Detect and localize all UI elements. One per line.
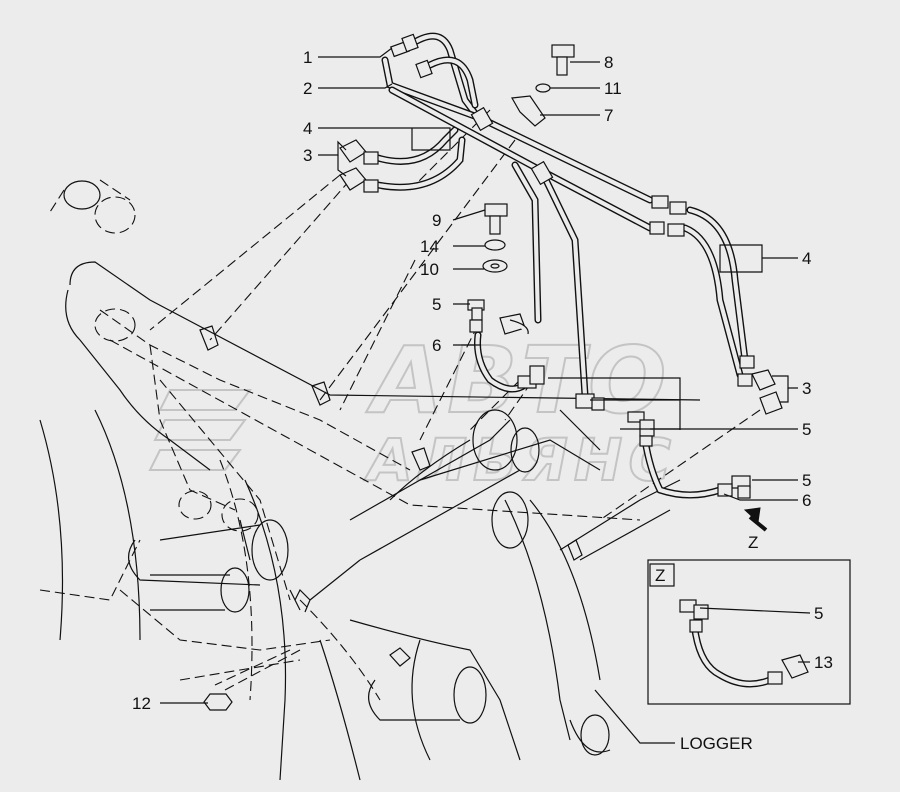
callout-12: 12 [132,694,151,713]
assembly-leaders [149,109,761,686]
callout-numbers: 1 2 4 3 8 11 7 9 14 10 5 6 4 3 5 5 6 Z 5… [132,48,833,753]
callout-2: 2 [303,79,312,98]
watermark-line1: АВТО [366,327,670,434]
callout-9: 9 [432,211,441,230]
view-z-arrow [743,507,768,532]
watermark-logo [148,389,252,471]
callout-6-right: 6 [802,491,811,510]
logger-label: LOGGER [680,734,753,753]
callout-5-inset: 5 [814,604,823,623]
callout-1: 1 [303,48,312,67]
callout-5-left: 5 [432,295,441,314]
fittings [203,33,809,711]
callout-3-left: 3 [303,146,312,165]
callout-3-right: 3 [802,379,811,398]
watermark: АВТО АЛЬЯНС [148,326,677,495]
callout-7: 7 [604,106,613,125]
callout-6-left: 6 [432,336,441,355]
callout-5-mid: 5 [802,420,811,439]
inset-view-z: Z [647,559,851,705]
callout-4-left: 4 [303,119,312,138]
callout-4-right: 4 [802,249,811,268]
callout-8: 8 [604,53,613,72]
callout-5-right: 5 [802,471,811,490]
callout-leaders [160,47,811,744]
callout-10: 10 [420,260,439,279]
view-marker-z: Z [748,533,758,552]
watermark-line2: АЛЬЯНС [364,426,677,494]
callout-11: 11 [604,79,622,98]
logger-frame [39,179,701,781]
callout-13: 13 [814,653,833,672]
inset-title: Z [655,566,665,585]
callout-14: 14 [420,237,439,256]
